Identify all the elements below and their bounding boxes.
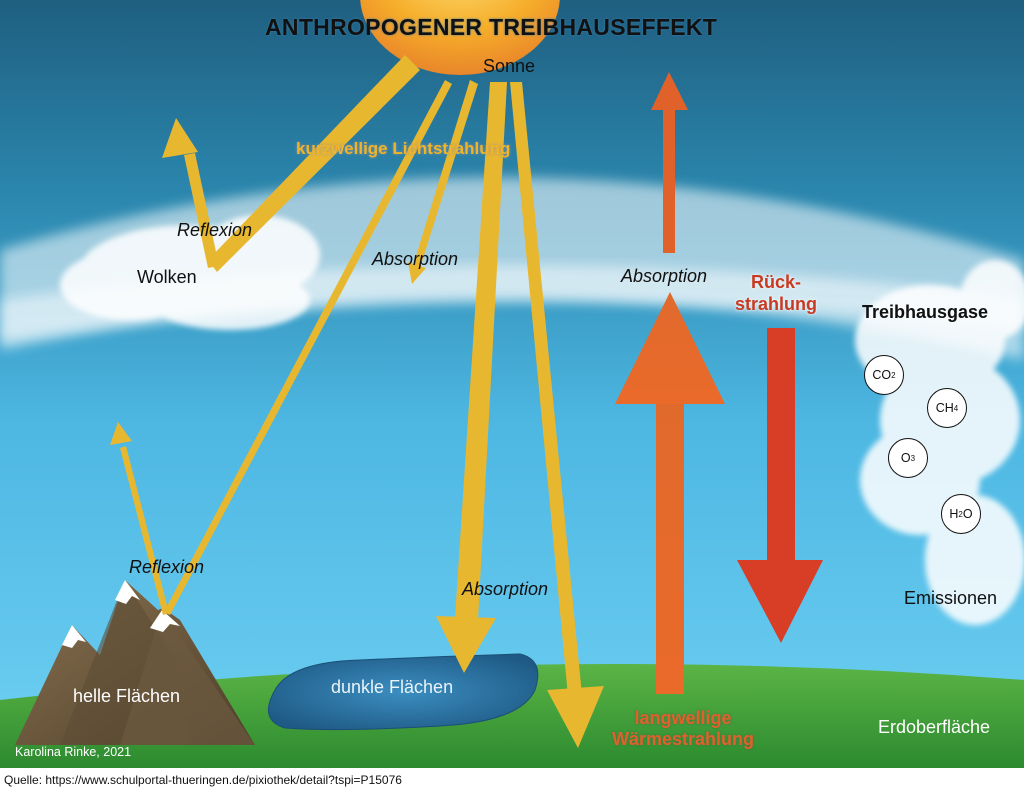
arrow-sun-to-ground-head [547, 686, 604, 748]
label-dark-surfaces: dunkle Flächen [331, 677, 454, 697]
label-absorption-atmosphere: Absorption [372, 249, 459, 269]
label-absorption-upper: Absorption [621, 266, 708, 286]
arrow-sun-to-mountains [164, 80, 452, 615]
arrow-sun-to-lake-head [436, 616, 496, 673]
label-clouds: Wolken [137, 267, 197, 287]
lake [267, 653, 539, 731]
arrow-sun-atmosphere-head [408, 262, 426, 284]
back-radiation-arrow [737, 328, 823, 643]
arrow-mountain-reflection-head [110, 422, 132, 445]
arrow-cloud-reflection-head [162, 118, 198, 158]
label-bright-surfaces: helle Flächen [73, 686, 181, 706]
mountains [15, 580, 255, 745]
longwave-arrow [615, 292, 725, 694]
sun [360, 0, 560, 75]
upper-absorption-arrow [651, 72, 688, 253]
arrow-sun-atmosphere [413, 80, 478, 268]
source-link[interactable]: Quelle: https://www.schulportal-thuering… [4, 773, 402, 787]
label-greenhouse-gases: Treibhausgase [862, 302, 989, 322]
label-reflection-mountains: Reflexion [129, 557, 205, 577]
label-shortwave: kurzwellige Lichtstrahlung [296, 139, 511, 158]
arrow-mountain-reflection [120, 446, 169, 615]
label-back-radiation: Rück- strahlung [735, 272, 818, 314]
label-reflection-clouds: Reflexion [177, 220, 253, 240]
arrow-cloud-reflection [184, 153, 219, 268]
arrow-sun-to-ground [510, 82, 582, 696]
credit: Karolina Rinke, 2021 [15, 745, 132, 759]
arrow-sun-to-lake [455, 82, 507, 620]
ground [0, 664, 1024, 768]
label-emissions: Emissionen [904, 588, 998, 608]
arrow-sun-to-clouds [208, 55, 420, 272]
label-absorption-ground: Absorption [462, 579, 549, 599]
label-sun: Sonne [483, 56, 536, 76]
diagram-title: ANTHROPOGENER TREIBHAUSEFFEKT [265, 14, 718, 40]
shortwave-arrows [110, 55, 604, 748]
left-cloud [60, 215, 320, 330]
diagram-artwork [0, 0, 1024, 768]
label-earth-surface: Erdoberfläche [878, 717, 991, 737]
label-longwave: langwellige Wärmestrahlung [612, 708, 755, 749]
